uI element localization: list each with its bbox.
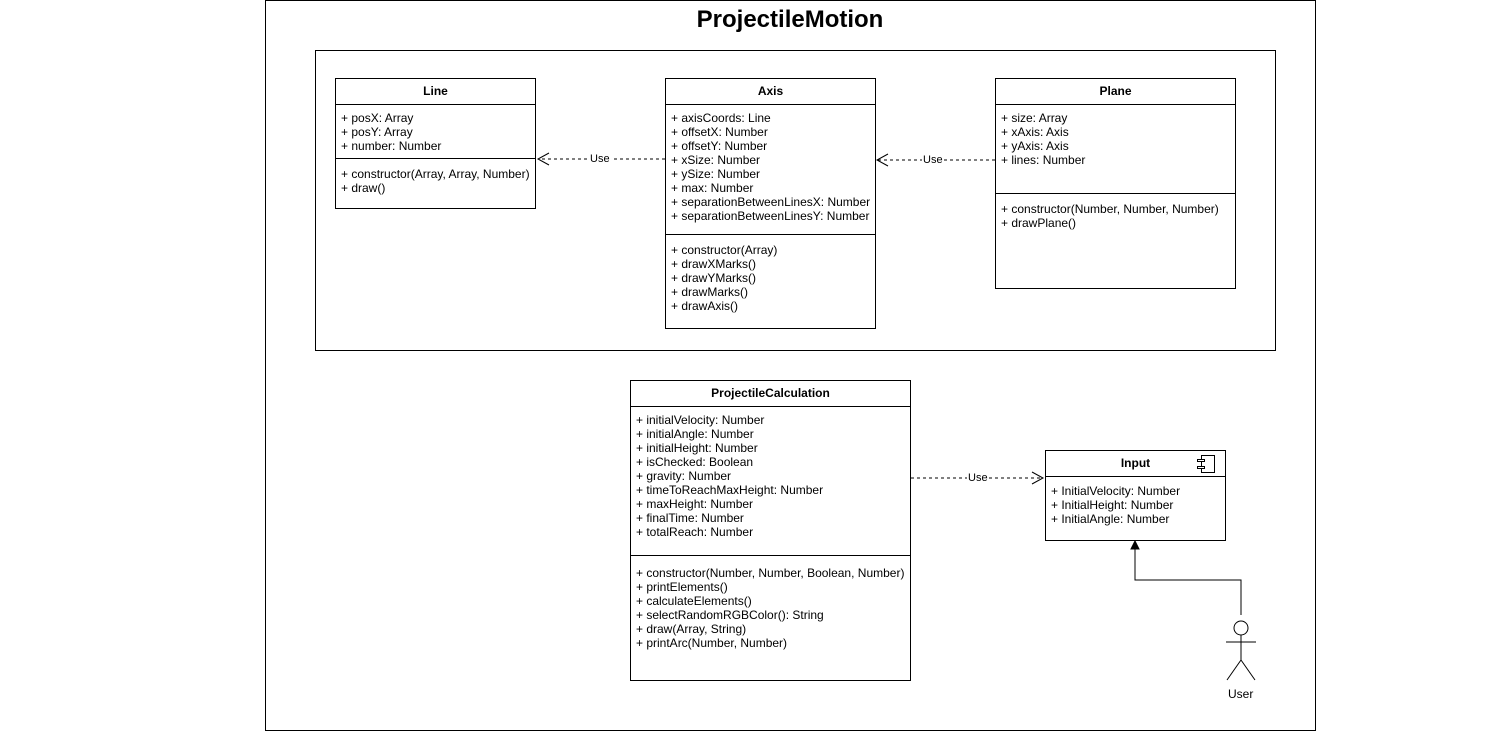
class-attribute: + xAxis: Axis (1001, 125, 1069, 139)
edge-plane-to-axis[interactable] (875, 153, 995, 167)
class-operation: + drawAxis() (671, 299, 739, 313)
class-attribute: + offsetX: Number (671, 125, 768, 139)
class-attribute: + xSize: Number (671, 153, 761, 167)
class-attribute: + offsetY: Number (671, 139, 768, 153)
class-attribute: + initialAngle: Number (636, 427, 754, 441)
class-operation: + constructor(Array, Array, Number) (341, 167, 530, 181)
class-operation: + constructor(Array) (671, 243, 778, 257)
class-attribute: + maxHeight: Number (636, 497, 754, 511)
class-attribute: + posX: Array (341, 111, 414, 125)
component-input-name: Input (1046, 451, 1225, 477)
class-attribute: + InitialAngle: Number (1051, 512, 1170, 526)
class-attribute: + InitialHeight: Number (1051, 498, 1174, 512)
class-plane-name: Plane (996, 79, 1235, 105)
class-line-operations: + constructor(Array, Array, Number)+ dra… (336, 158, 535, 201)
class-attribute: + separationBetweenLinesX: Number (671, 195, 871, 209)
class-line-attributes: + posX: Array+ posY: Array+ number: Numb… (336, 105, 535, 158)
diagram-title: ProjectileMotion (696, 6, 884, 33)
class-attribute: + yAxis: Axis (1001, 139, 1069, 153)
class-attribute: + ySize: Number (671, 167, 761, 181)
class-axis-attributes: + axisCoords: Line+ offsetX: Number+ off… (666, 105, 875, 234)
class-operation: + selectRandomRGBColor(): String (636, 608, 824, 622)
class-attribute: + isChecked: Boolean (636, 455, 754, 469)
edge-label-plane-axis: Use (922, 154, 944, 166)
class-line[interactable]: Line + posX: Array+ posY: Array+ number:… (335, 78, 536, 209)
class-operation: + constructor(Number, Number, Number) (1001, 202, 1219, 216)
class-plane-attributes: + size: Array+ xAxis: Axis+ yAxis: Axis+… (996, 105, 1235, 193)
edge-label-axis-line: Use (589, 153, 611, 165)
edge-user-to-input[interactable] (1130, 539, 1242, 615)
component-input-attributes: + InitialVelocity: Number+ InitialHeight… (1046, 477, 1225, 532)
class-plane-operations: + constructor(Number, Number, Number)+ d… (996, 193, 1235, 236)
class-attribute: + finalTime: Number (636, 511, 744, 525)
class-attribute: + separationBetweenLinesY: Number (671, 209, 870, 223)
class-operation: + draw(Array, String) (636, 622, 747, 636)
class-operation: + printArc(Number, Number) (636, 636, 788, 650)
class-attribute: + number: Number (341, 139, 442, 153)
class-attribute: + max: Number (671, 181, 754, 195)
class-operation: + drawYMarks() (671, 271, 757, 285)
class-attribute: + totalReach: Number (636, 525, 754, 539)
class-attribute: + InitialVelocity: Number (1051, 484, 1181, 498)
edge-label-projectile-input: Use (967, 472, 989, 484)
class-attribute: + axisCoords: Line (671, 111, 771, 125)
class-operation: + constructor(Number, Number, Boolean, N… (636, 566, 905, 580)
class-projectile-calculation-attributes: + initialVelocity: Number+ initialAngle:… (631, 407, 910, 555)
class-attribute: + size: Array (1001, 111, 1068, 125)
class-attribute: + initialVelocity: Number (636, 413, 765, 427)
class-operation: + calculateElements() (636, 594, 752, 608)
class-axis-name: Axis (666, 79, 875, 105)
component-input[interactable]: Input + InitialVelocity: Number+ Initial… (1045, 450, 1226, 541)
class-attribute: + posY: Array (341, 125, 413, 139)
class-operation: + printElements() (636, 580, 728, 594)
class-axis[interactable]: Axis + axisCoords: Line+ offsetX: Number… (665, 78, 876, 329)
class-attribute: + lines: Number (1001, 153, 1086, 167)
class-projectile-calculation-name: ProjectileCalculation (631, 381, 910, 407)
component-input-label: Input (1120, 456, 1151, 470)
class-operation: + drawMarks() (671, 285, 749, 299)
class-attribute: + initialHeight: Number (636, 441, 758, 455)
class-plane[interactable]: Plane + size: Array+ xAxis: Axis+ yAxis:… (995, 78, 1236, 289)
class-attribute: + gravity: Number (636, 469, 732, 483)
class-line-name: Line (336, 79, 535, 105)
user-actor-label: User (1228, 687, 1254, 701)
user-actor-icon[interactable] (1226, 620, 1256, 681)
component-icon (1197, 455, 1215, 473)
edge-axis-to-line[interactable] (536, 152, 665, 166)
class-axis-operations: + constructor(Array)+ drawXMarks()+ draw… (666, 234, 875, 319)
class-attribute: + timeToReachMaxHeight: Number (636, 483, 824, 497)
class-projectile-calculation-operations: + constructor(Number, Number, Boolean, N… (631, 555, 910, 656)
class-operation: + drawXMarks() (671, 257, 757, 271)
class-operation: + drawPlane() (1001, 216, 1077, 230)
class-projectile-calculation[interactable]: ProjectileCalculation + initialVelocity:… (630, 380, 911, 681)
class-operation: + draw() (341, 181, 386, 195)
